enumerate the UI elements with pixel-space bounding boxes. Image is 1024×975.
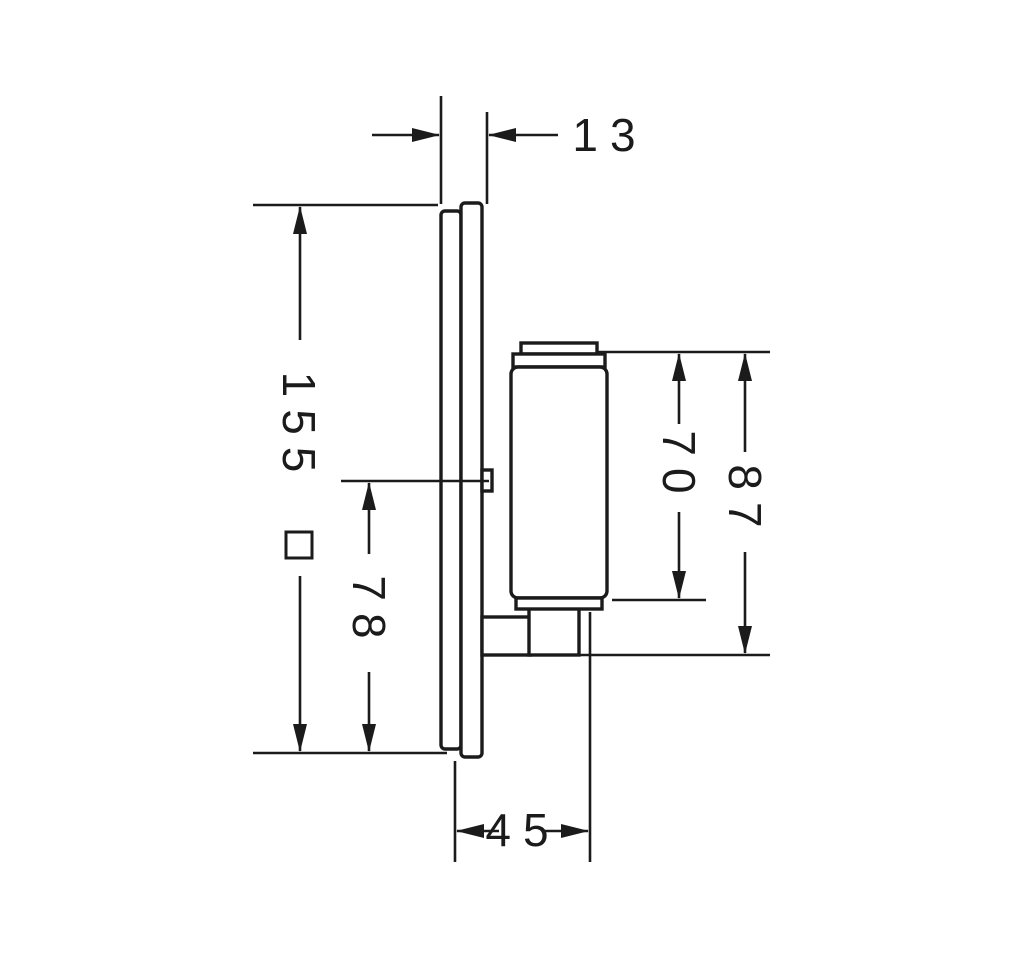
valve-step [527,606,581,657]
dimension-label: 45 [485,804,560,856]
dimension-body-height: 87 [578,353,771,657]
square-shape-icon [284,530,314,560]
dimension-label: 13 [572,109,647,161]
handle-bottom-flange [514,596,604,611]
dimension-label: 155 [273,372,325,485]
dimension-plate-offset: 13 [372,96,647,204]
dimension-label: 78 [343,575,395,650]
valve-stem [480,615,532,657]
dimension-handle-height: 70 [598,350,770,602]
dimension-total-depth: 45 [453,612,592,862]
handle-top-flange [511,352,607,369]
dimension-label: 87 [719,464,771,539]
dimension-plate-height: 155 [253,203,447,755]
dimension-label: 70 [653,430,705,505]
dimension-center-to-bottom: 78 [341,479,489,752]
handle-knurled-grip [509,365,609,600]
